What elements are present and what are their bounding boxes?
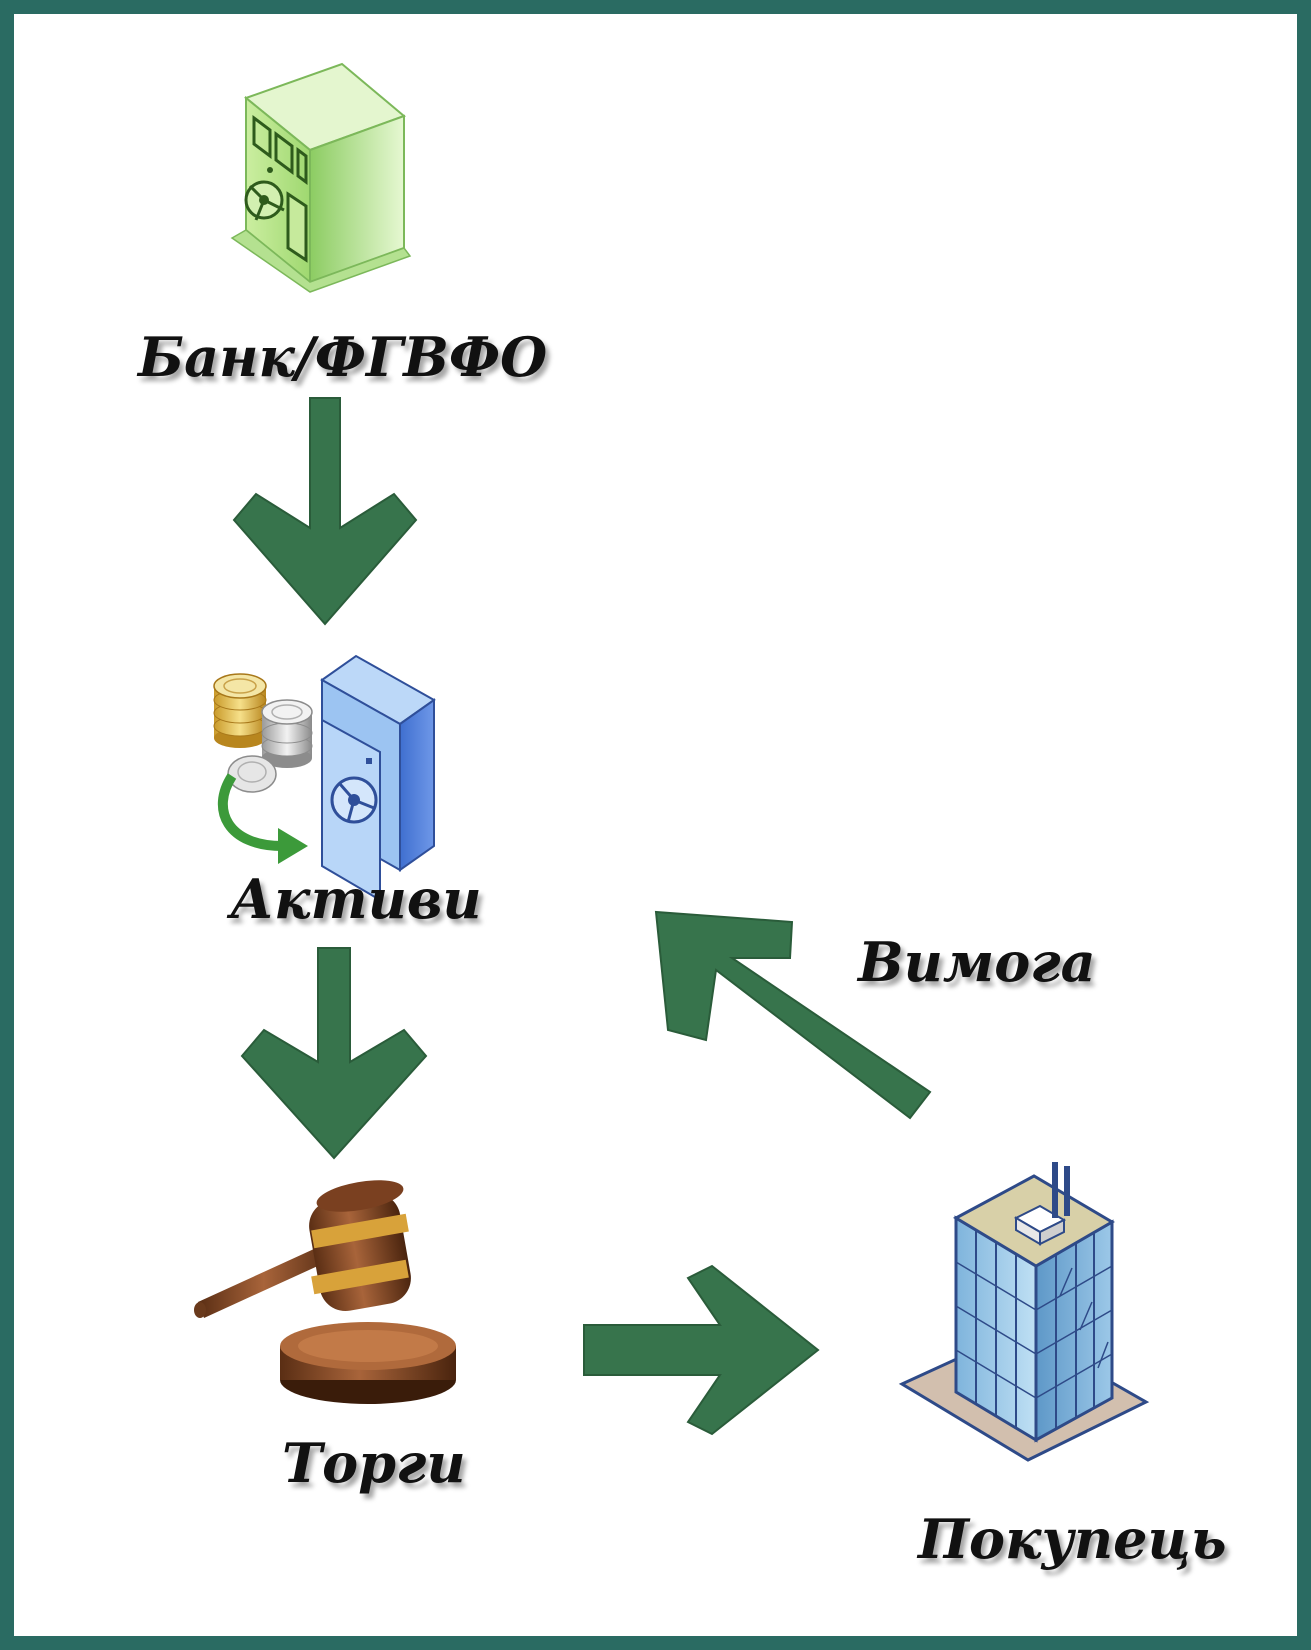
- arrow-bank-to-assets: [232, 397, 418, 626]
- node-label-assets: Активи: [230, 867, 482, 931]
- edge-label-demand: Вимога: [858, 930, 1096, 994]
- coins-safe-icon: [213, 654, 436, 902]
- node-label-auction: Торги: [282, 1431, 466, 1495]
- node-label-buyer: Покупець: [918, 1507, 1227, 1571]
- bank-building-icon: [230, 62, 412, 293]
- node-label-bank: Банк/ФГВФО: [138, 325, 548, 389]
- office-tower-icon: [898, 1162, 1150, 1462]
- arrow-assets-to-auction: [240, 947, 428, 1160]
- gavel-icon: [194, 1180, 456, 1404]
- arrow-auction-to-buyer: [583, 1264, 820, 1436]
- arrow-buyer-to-assets: [654, 910, 932, 1120]
